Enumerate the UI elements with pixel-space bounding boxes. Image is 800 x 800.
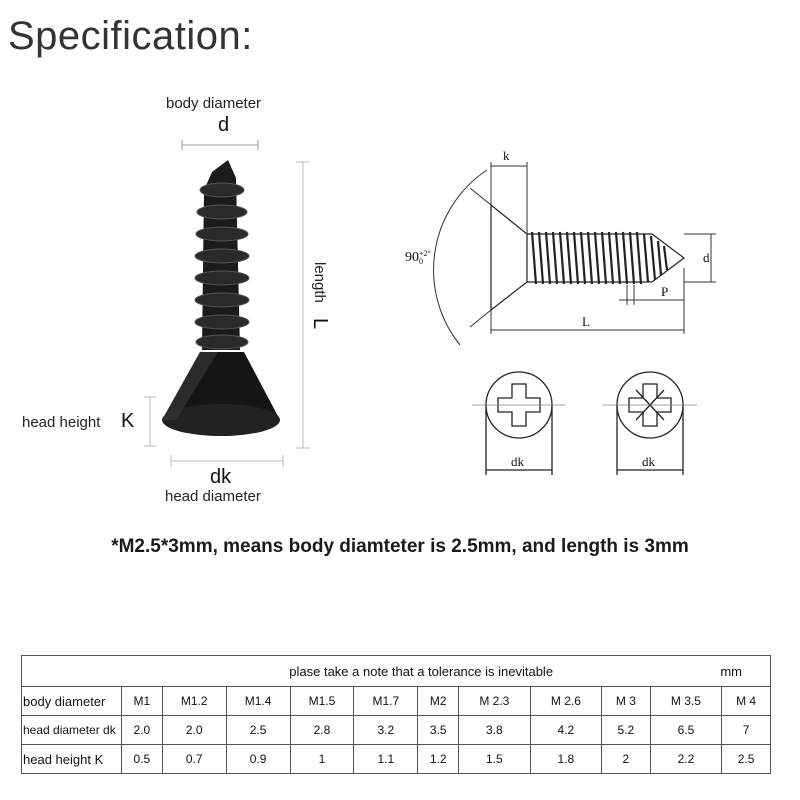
table-cell: M 3 (601, 686, 651, 716)
table-cell: 1 (289, 744, 355, 774)
table-cell: 1.5 (458, 744, 531, 774)
page-title: Specification: (8, 14, 253, 58)
table-cell: 4.2 (529, 715, 603, 745)
table-cell: 2.5 (721, 744, 771, 774)
d-drawing-symbol: d (703, 250, 710, 265)
row-header: body diameter (21, 686, 122, 716)
table-cell: M1.4 (225, 686, 291, 716)
unit-label: mm (720, 663, 742, 679)
table-cell: 0.7 (161, 744, 227, 774)
table-cell: M1.5 (289, 686, 355, 716)
table-cell: 2.2 (649, 744, 723, 774)
dk-left-symbol: dk (511, 454, 524, 469)
table-cell: 0.9 (225, 744, 291, 774)
L-drawing-symbol: L (582, 314, 590, 329)
table-cell: M 2.6 (529, 686, 603, 716)
table-cell: M 4 (721, 686, 771, 716)
table-cell: 3.2 (353, 715, 419, 745)
table-cell: 6.5 (649, 715, 723, 745)
table-cell: 1.2 (417, 744, 460, 774)
table-cell: 3.5 (417, 715, 460, 745)
dk-symbol: dk (210, 466, 232, 488)
k-symbol: k (503, 148, 510, 163)
d-symbol: d (218, 114, 230, 136)
table-row: body diameter M1 M1.2 M1.4 M1.5 M1.7 M2 … (21, 686, 771, 716)
table-cell: 1.8 (529, 744, 603, 774)
table-cell: 3.8 (458, 715, 531, 745)
table-row: head height K 0.5 0.7 0.9 1 1.1 1.2 1.5 … (21, 744, 771, 774)
table-cell: 1.1 (353, 744, 419, 774)
size-note: *M2.5*3mm, means body diamteter is 2.5mm… (111, 536, 689, 557)
table-row: head diameter dk 2.0 2.0 2.5 2.8 3.2 3.5… (21, 715, 771, 745)
P-symbol: P (661, 284, 669, 299)
table-caption-row: plase take a note that a tolerance is in… (21, 655, 771, 687)
table-cell: 2 (601, 744, 651, 774)
head-diameter-label: head diameter (165, 488, 261, 505)
row-header: head height K (21, 744, 122, 774)
table-cell: 0.5 (121, 744, 163, 774)
table-cell: 5.2 (601, 715, 651, 745)
row-header: head diameter dk (21, 715, 122, 745)
table-cell: M 3.5 (649, 686, 723, 716)
table-caption: plase take a note that a tolerance is in… (21, 655, 771, 687)
table-cell: M1.7 (353, 686, 419, 716)
dk-right-symbol: dk (642, 454, 655, 469)
spec-table: plase take a note that a tolerance is in… (21, 655, 771, 774)
table-cell: M1.2 (161, 686, 227, 716)
table-cell: 2.0 (161, 715, 227, 745)
head-height-label: head height (22, 414, 101, 431)
table-cell: M1 (121, 686, 163, 716)
technical-drawing (433, 162, 716, 475)
table-cell: 2.0 (121, 715, 163, 745)
table-cell: 2.8 (289, 715, 355, 745)
angle-label: 90+2°0 (405, 249, 431, 266)
body-diameter-label: body diameter (166, 95, 262, 112)
table-cell: 7 (721, 715, 771, 745)
screw-photo (144, 140, 310, 467)
table-cell: 2.5 (225, 715, 291, 745)
table-cell: M2 (417, 686, 460, 716)
K-symbol: K (121, 410, 135, 432)
table-cell: M 2.3 (458, 686, 531, 716)
